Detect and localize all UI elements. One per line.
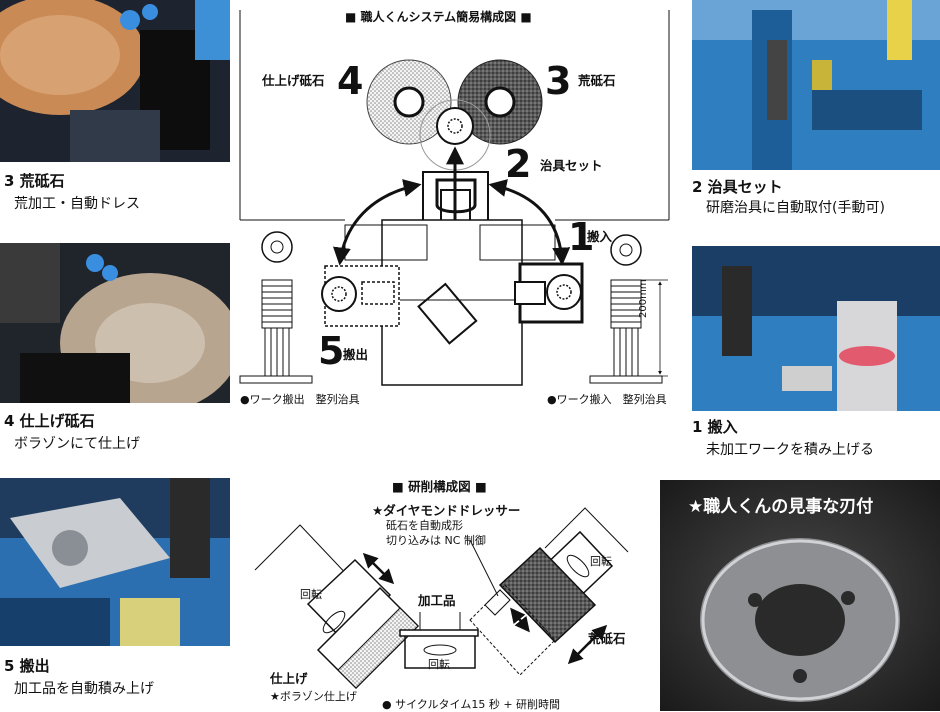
finish-stone-number: 4 bbox=[337, 59, 364, 103]
left-stacker bbox=[239, 231, 313, 384]
grind-diagram bbox=[254, 507, 629, 690]
photo-rough-stone bbox=[0, 0, 230, 162]
rough-stone-wheel bbox=[457, 59, 543, 145]
caption-rough-sub: 荒加工・自動ドレス bbox=[14, 196, 140, 212]
carry-out-number: 5 bbox=[318, 329, 345, 373]
curve-arrow-right bbox=[488, 179, 571, 266]
carry-in-number: 1 bbox=[568, 215, 595, 259]
rough-stone-number: 3 bbox=[545, 59, 572, 103]
caption-carry-out-sub: 加工品を自動積み上げ bbox=[14, 681, 154, 697]
caption-carry-in-sub: 未加工ワークを積み上げる bbox=[706, 442, 874, 458]
system-diagram-title: ■ 職人くんシステム簡易構成図 ■ bbox=[345, 10, 532, 24]
rotation-right-label: 回転 bbox=[590, 555, 612, 568]
curve-arrow-left bbox=[333, 179, 422, 266]
photo-blade: ★職人くんの見事な刃付 bbox=[660, 480, 940, 711]
finish-stone-wheel bbox=[366, 59, 452, 145]
photo-jig-set bbox=[692, 0, 940, 170]
carry-in-jig bbox=[514, 262, 584, 324]
dresser-line-1: 砥石を自動成形 bbox=[386, 519, 463, 532]
photo-carry-in-image bbox=[692, 246, 940, 411]
photo-carry-in bbox=[692, 246, 940, 411]
cycle-time-label: ● サイクルタイム15 秒 + 研削時間 bbox=[382, 698, 561, 711]
grind-diagram-title: ■ 研削構成図 ■ bbox=[392, 479, 487, 494]
carry-out-jig bbox=[321, 265, 400, 327]
rough-stone-grind-label: 荒砥石 bbox=[588, 631, 626, 646]
rough-stone-label: 荒砥石 bbox=[578, 73, 616, 88]
workpiece-label: 加工品 bbox=[418, 593, 456, 608]
photo-jig-set-image bbox=[692, 0, 940, 170]
blade-image bbox=[660, 480, 940, 711]
dresser-title: ★ダイヤモンドドレッサー bbox=[372, 503, 521, 518]
photo-rough-stone-image bbox=[0, 0, 230, 162]
caption-rough-title: 3 荒砥石 bbox=[4, 172, 65, 190]
borazon-label: ★ボラゾン仕上げ bbox=[270, 690, 357, 703]
rotation-left-label: 回転 bbox=[300, 588, 322, 601]
left-stacker-label: ●ワーク搬出 整列治具 bbox=[240, 393, 360, 406]
photo-finish-stone bbox=[0, 243, 230, 403]
carry-in-label: 搬入 bbox=[587, 229, 613, 244]
photo-finish-stone-image bbox=[0, 243, 230, 403]
finish-stone-label: 仕上げ砥石 bbox=[262, 73, 325, 88]
photo-carry-out-image bbox=[0, 478, 230, 646]
photo-carry-out bbox=[0, 478, 230, 646]
rotation-bottom-label: 回転 bbox=[428, 658, 450, 671]
caption-finish-sub: ボラゾンにて仕上げ bbox=[14, 436, 140, 452]
dresser-line-2: 切り込みは NC 制御 bbox=[386, 534, 486, 547]
blade-title: ★職人くんの見事な刃付 bbox=[688, 497, 874, 517]
caption-carry-out-title: 5 搬出 bbox=[4, 657, 50, 675]
finish-grind-label: 仕上げ bbox=[270, 671, 308, 686]
jig-set-label: 治具セット bbox=[540, 158, 603, 173]
jig-set-number: 2 bbox=[505, 142, 532, 186]
right-stacker bbox=[589, 234, 668, 384]
carry-out-label: 搬出 bbox=[343, 347, 369, 362]
caption-finish-title: 4 仕上げ砥石 bbox=[4, 412, 95, 430]
caption-jig-title: 2 治具セット bbox=[692, 178, 783, 196]
height-dimension-label: 200mm bbox=[638, 279, 649, 318]
caption-jig-sub: 研磨治具に自動取付(手動可) bbox=[706, 200, 885, 216]
system-frame bbox=[239, 10, 670, 221]
caption-carry-in-title: 1 搬入 bbox=[692, 418, 738, 436]
right-stacker-label: ●ワーク搬入 整列治具 bbox=[547, 393, 667, 406]
